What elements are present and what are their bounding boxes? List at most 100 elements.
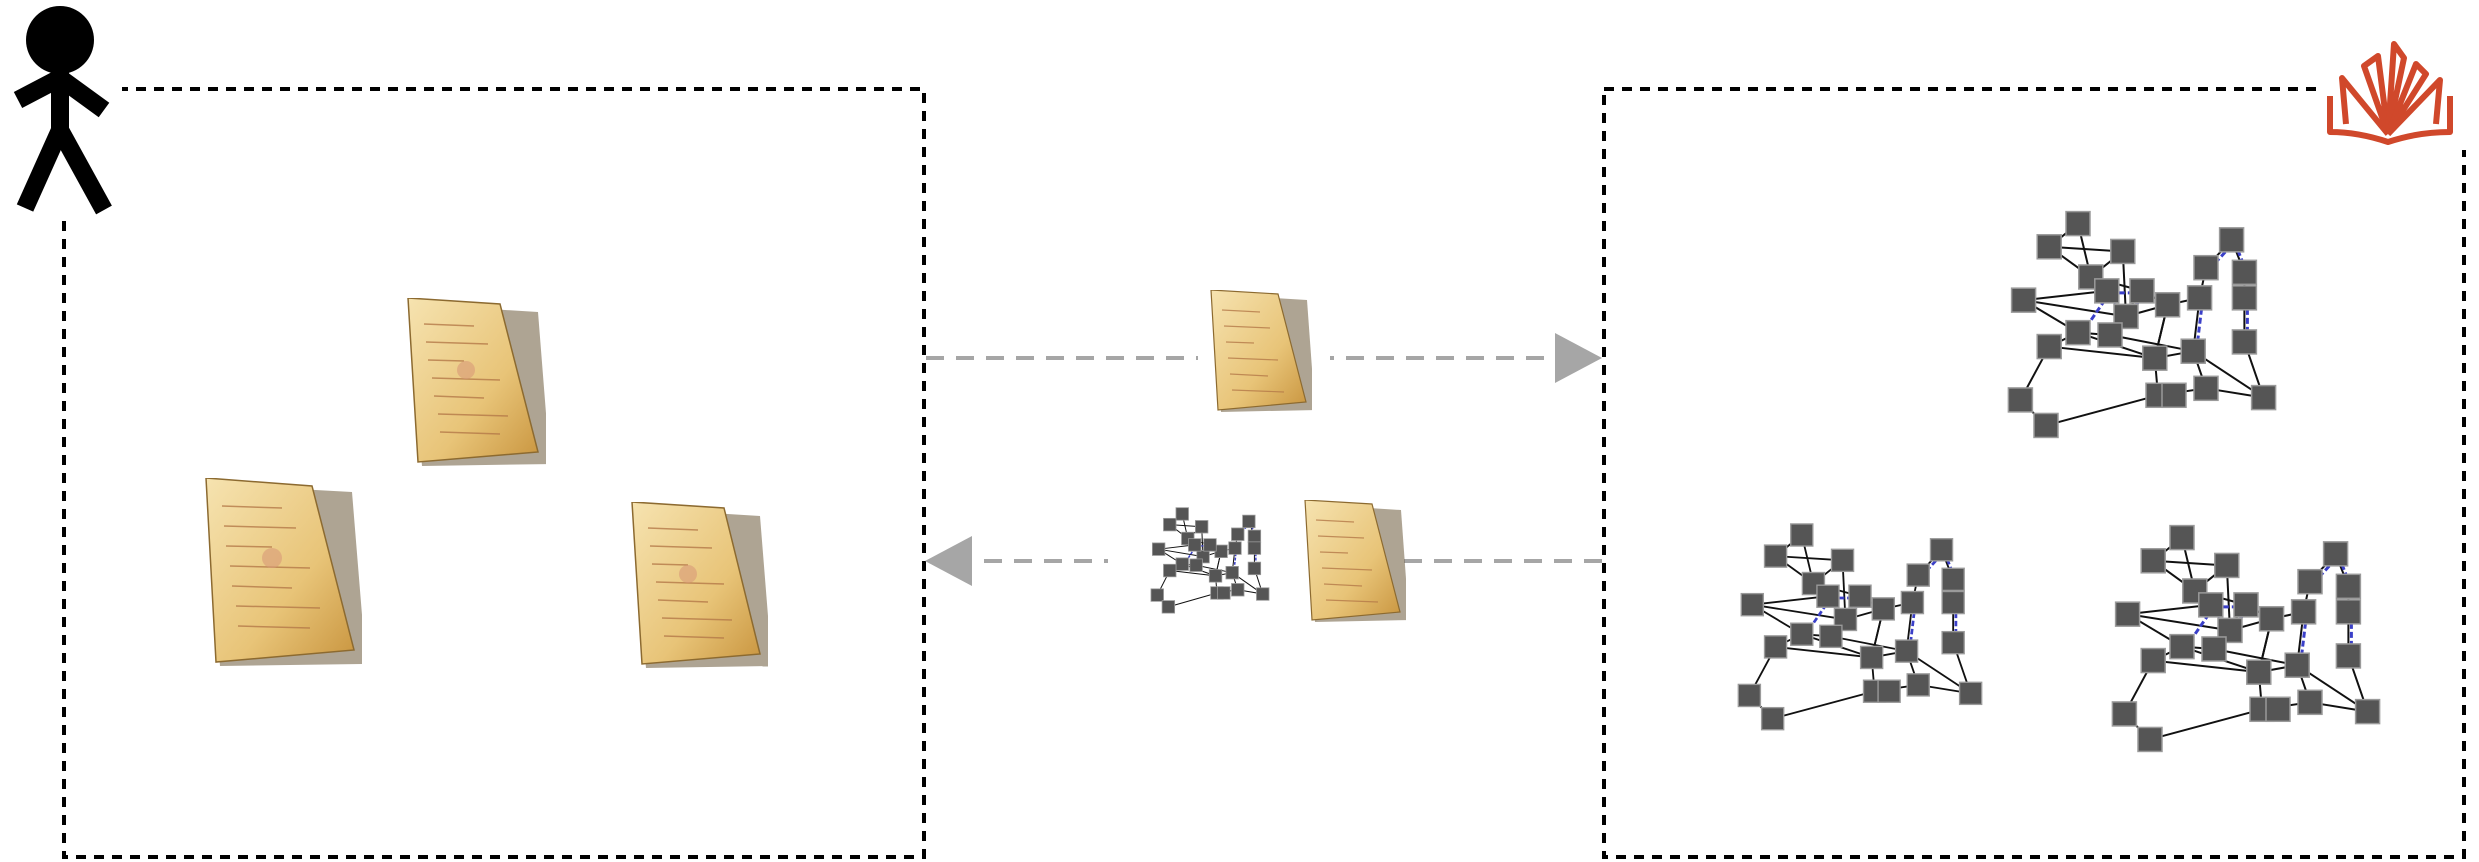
graph-edge	[2049, 345, 2155, 360]
graph-edge	[2045, 394, 2159, 427]
graph-node	[2250, 384, 2277, 411]
graph-edge	[2023, 289, 2107, 302]
graph-node	[1877, 679, 1901, 703]
graph-network-icon	[2111, 524, 2381, 753]
graph-edge	[1752, 603, 1846, 621]
graph-node	[2246, 659, 2272, 685]
graph-node	[2033, 412, 2059, 439]
graph-node	[2233, 592, 2259, 618]
library-book-logo-icon	[2327, 41, 2453, 145]
graph-node	[1763, 544, 1788, 568]
graph-node	[1256, 587, 1270, 601]
graph-node	[1217, 586, 1231, 600]
graph-node	[1941, 590, 1965, 615]
graph-node	[2214, 552, 2240, 579]
graph-node	[1208, 569, 1223, 583]
graph-edge	[1168, 592, 1218, 608]
graph-node	[1816, 584, 1840, 608]
graph-node	[2284, 652, 2310, 678]
graph-edge	[2023, 299, 2127, 318]
graph-node	[2140, 548, 2166, 574]
graph-node	[2297, 689, 2323, 716]
graph-node	[2110, 238, 2136, 265]
graph-node	[1894, 639, 1919, 663]
graph-node	[1195, 520, 1209, 534]
graph-node	[2129, 278, 2155, 304]
graph-node	[2097, 322, 2123, 348]
graph-edge	[1158, 548, 1204, 558]
graph-node	[2036, 333, 2062, 360]
graph-node	[2354, 698, 2381, 725]
graph-node	[1242, 514, 1256, 529]
manuscript-page-icon	[202, 477, 366, 672]
graph-node	[2297, 568, 2323, 595]
graph-node	[2137, 726, 2163, 753]
graph-node	[1830, 548, 1855, 573]
graph-node	[1203, 538, 1217, 552]
graph-node	[2201, 636, 2227, 662]
graph-node	[1740, 592, 1765, 617]
graph-node	[2161, 382, 2187, 409]
graph-edge	[2127, 603, 2211, 616]
graph-node	[2335, 599, 2362, 625]
person-icon	[13, 6, 112, 215]
graph-node	[2290, 599, 2317, 625]
graph-node	[2142, 345, 2168, 371]
graph-node	[1231, 583, 1245, 597]
graph-node	[2094, 278, 2120, 304]
graph-node	[1225, 566, 1239, 580]
manuscript-page-icon	[404, 297, 550, 472]
library-box	[1602, 87, 2466, 859]
graph-node	[1214, 544, 1228, 558]
graph-edge	[2127, 613, 2231, 632]
graph-node	[2154, 292, 2181, 318]
graph-node	[2193, 375, 2219, 402]
graph-edge	[1775, 645, 1872, 659]
graph-node	[1848, 584, 1872, 608]
graph-node	[1790, 523, 1814, 547]
graph-node	[2010, 287, 2037, 313]
graph-node	[2198, 592, 2224, 618]
graph-node	[1163, 563, 1177, 578]
graph-node	[2180, 338, 2206, 364]
graph-node	[1247, 541, 1262, 555]
graph-node	[1906, 673, 1930, 697]
graph-node	[2036, 234, 2062, 260]
graph-node	[1871, 597, 1896, 621]
graph-network-icon	[2007, 210, 2277, 439]
graph-node	[1247, 529, 1262, 544]
graph-edge	[2153, 659, 2259, 674]
graph-node	[2322, 541, 2349, 567]
graph-node	[1175, 507, 1189, 521]
graph-node	[2193, 254, 2219, 281]
graph-node	[1790, 622, 1814, 646]
graph-node	[1231, 527, 1245, 541]
graph-node	[1900, 590, 1925, 615]
graph-node	[2231, 285, 2258, 311]
graph-node	[2231, 329, 2258, 355]
graph-node	[1819, 624, 1843, 649]
graph-network-icon	[1150, 507, 1270, 614]
graph-node	[1737, 683, 1762, 708]
graph-node	[2169, 633, 2195, 660]
graph-node	[1763, 635, 1788, 659]
graph-node	[2065, 210, 2091, 237]
graph-edge	[1169, 570, 1216, 577]
graph-edge	[1772, 690, 1875, 720]
graph-node	[2186, 285, 2213, 311]
graph-edge	[1830, 635, 1907, 653]
graph-node	[2140, 647, 2166, 674]
graph-edge	[2149, 708, 2263, 741]
graph-node	[1188, 538, 1202, 552]
graph-edge	[2109, 333, 2194, 353]
graph-node	[1941, 630, 1965, 655]
graph-node	[2218, 227, 2245, 253]
manuscript-page-icon	[1302, 499, 1409, 628]
manuscript-page-icon	[628, 501, 772, 676]
graph-node	[2111, 701, 2138, 727]
manuscript-page-icon	[1208, 289, 1315, 418]
graph-node	[1150, 588, 1164, 602]
graph-node	[1958, 681, 1983, 706]
graph-node	[1228, 541, 1242, 555]
